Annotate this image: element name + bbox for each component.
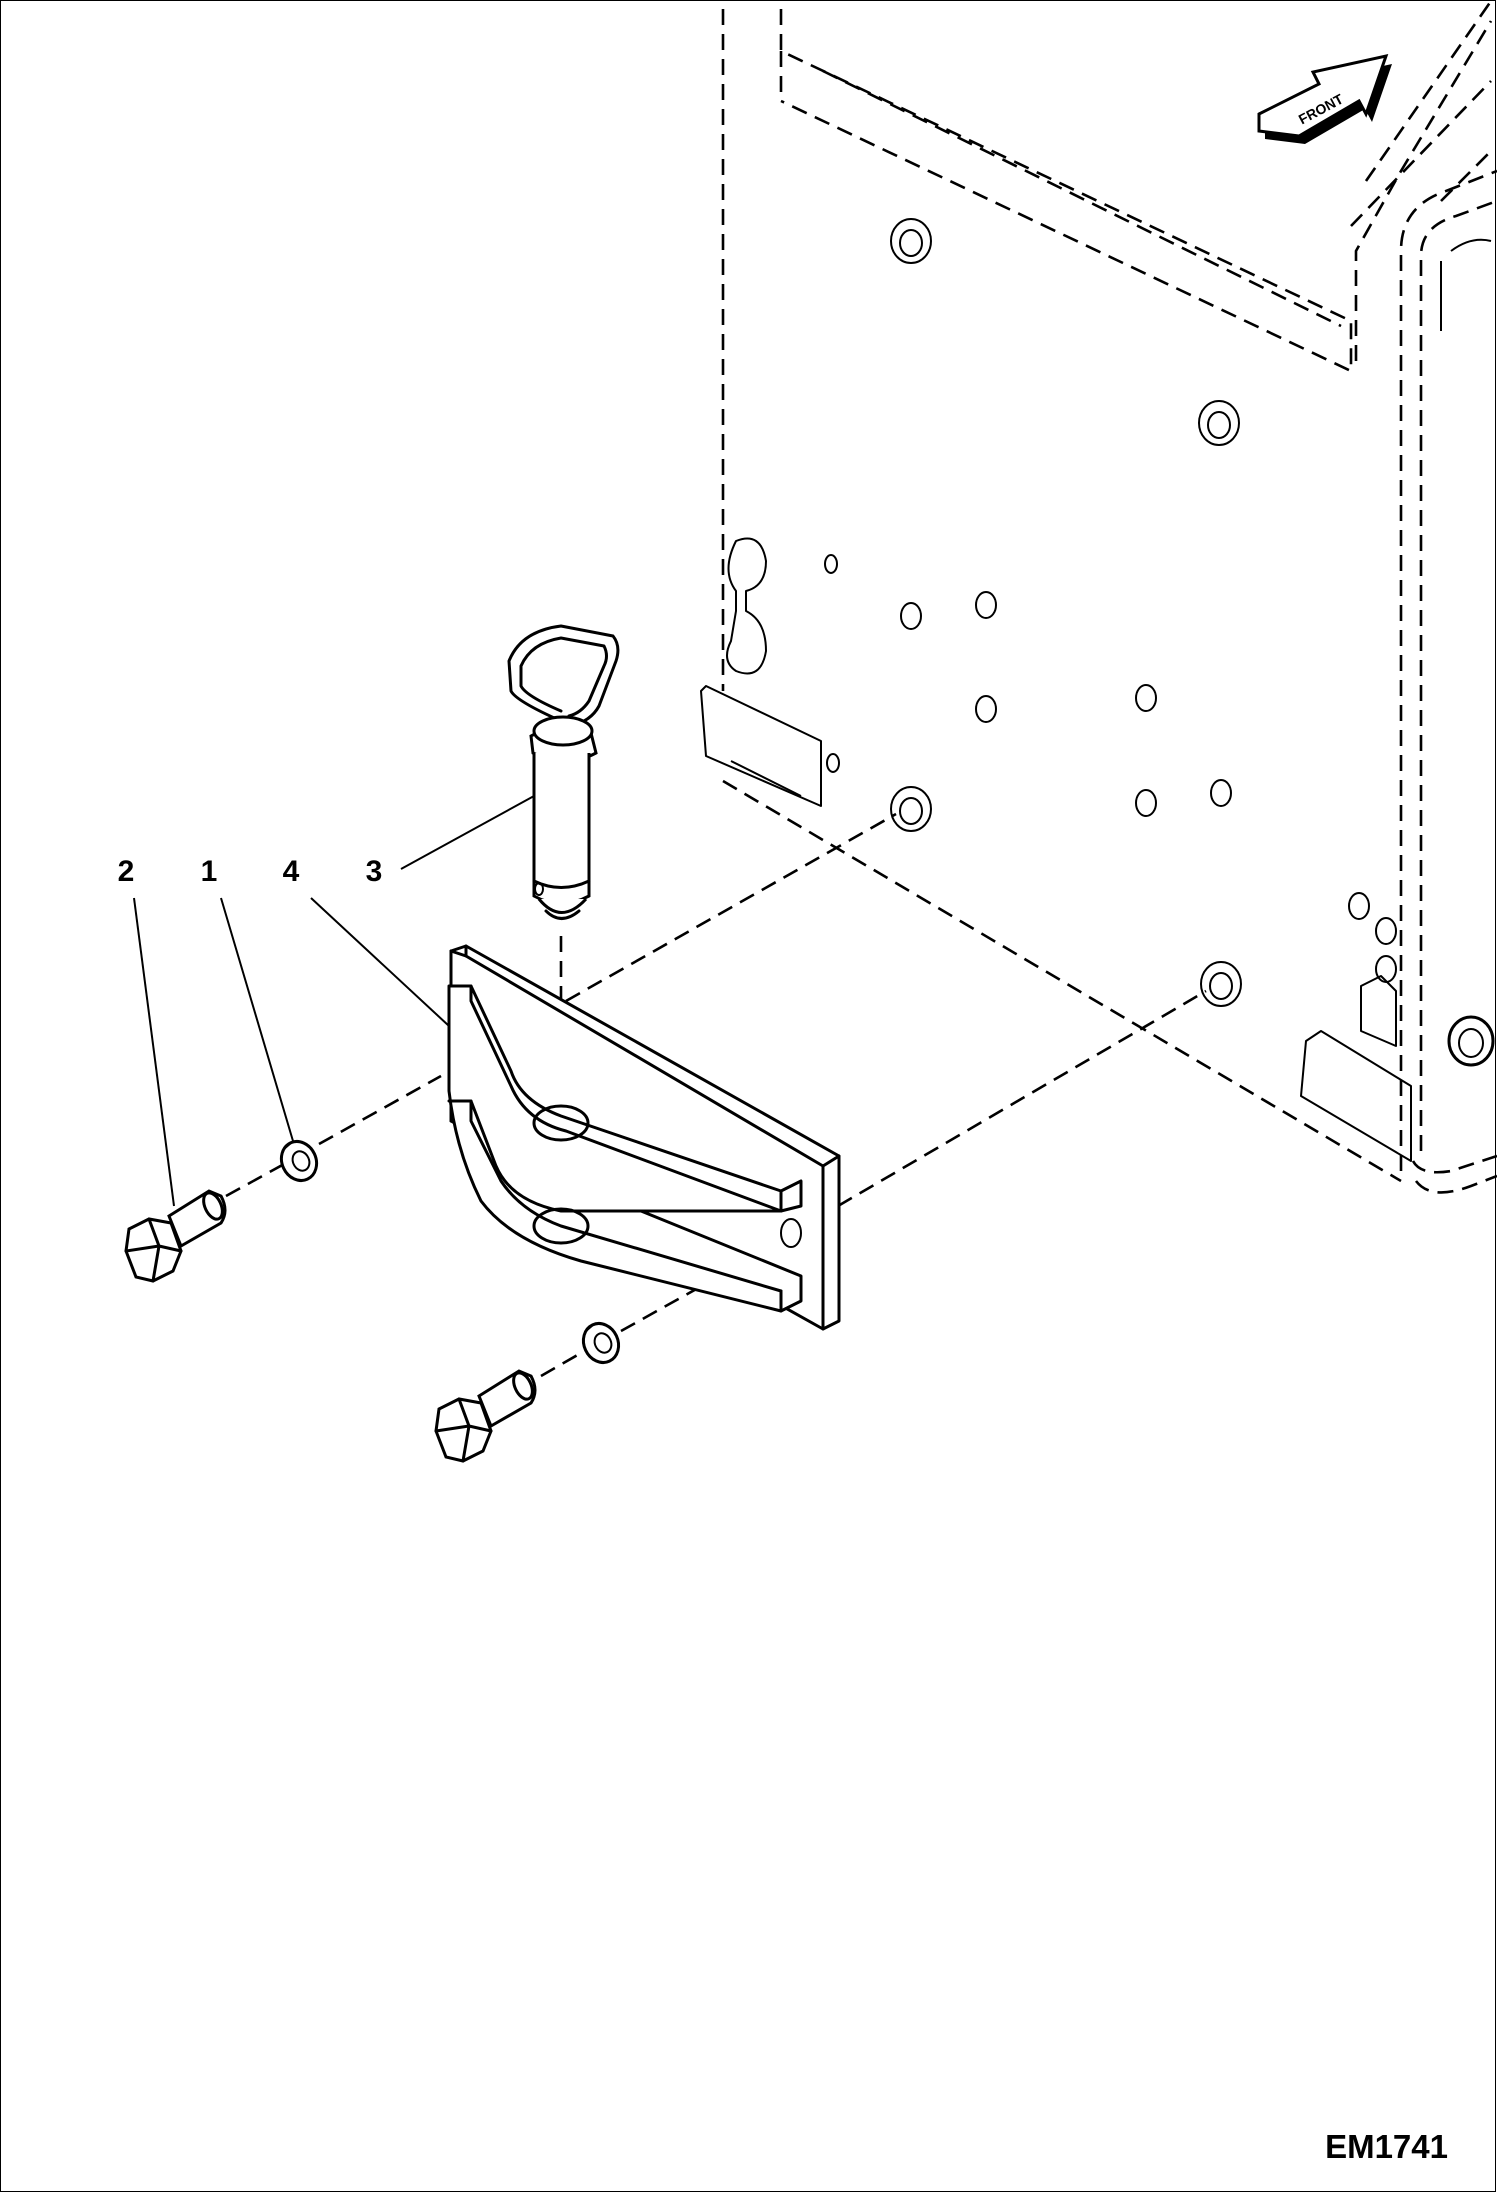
machine-frame	[700, 1, 1497, 1194]
hex-bolt-lower	[434, 1369, 537, 1463]
figure-code: EM1741	[1325, 2128, 1448, 2165]
front-arrow-icon: FRONT	[1257, 53, 1392, 144]
callout-1: 1	[201, 855, 218, 888]
hitch-bracket	[447, 944, 841, 1331]
callouts: 2 1 4 3	[118, 855, 383, 888]
lock-washer	[279, 1140, 319, 1182]
hex-bolt	[124, 1189, 227, 1283]
callout-2: 2	[118, 855, 135, 888]
linch-pin	[507, 624, 620, 920]
callout-3: 3	[366, 855, 383, 888]
frame-holes	[824, 218, 1495, 1067]
lock-washer-lower	[581, 1322, 621, 1364]
leader-lines	[133, 795, 535, 1207]
callout-4: 4	[283, 855, 300, 888]
